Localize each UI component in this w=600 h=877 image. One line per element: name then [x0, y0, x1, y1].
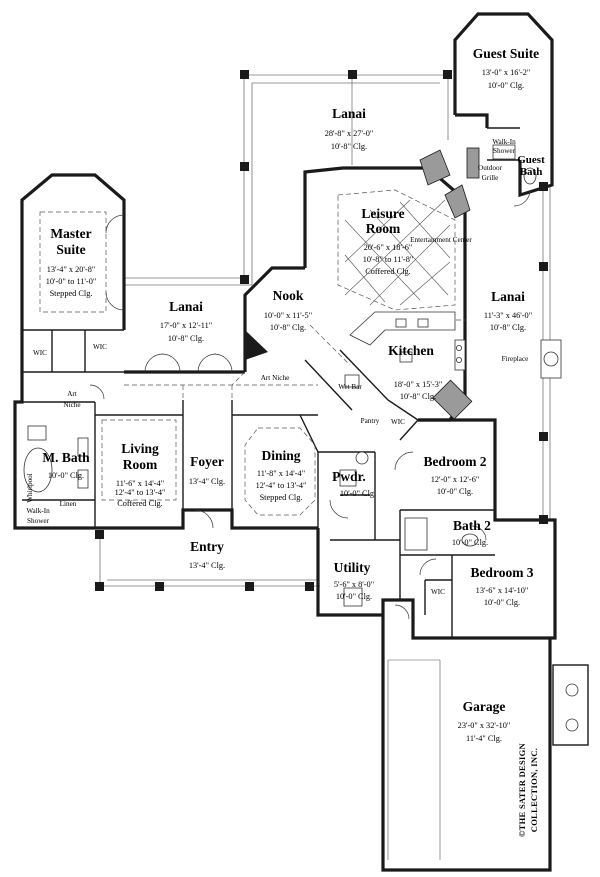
bedroom-3-ceiling: 10'-0" Clg.: [484, 598, 520, 607]
art-niche-nook: Art Niche: [261, 374, 290, 382]
garage-name: Garage: [463, 699, 506, 714]
garage-ceiling: 11'-4" Clg.: [466, 734, 502, 743]
master-suite-dims: 13'-4" x 20'-8": [47, 265, 95, 274]
whirlpool-label: Whirlpool: [26, 473, 34, 503]
guest-walk-in-shower-1: Walk-In: [492, 138, 516, 146]
living-room-ceiling-2: Coffered Clg.: [117, 499, 162, 508]
guest-suite-ceiling: 10'-0" Clg.: [488, 81, 524, 90]
garage-bays: [387, 659, 589, 860]
lanai-posts: [95, 70, 548, 591]
bedroom-3-name: Bedroom 3: [470, 565, 533, 580]
wic-bedroom2: WIC: [391, 418, 405, 426]
pwdr-ceiling: 10'-0" Clg.: [340, 489, 376, 498]
fireplace-label: Fireplace: [502, 355, 529, 363]
master-walk-in-shower-1: Walk-In: [26, 507, 50, 515]
wic-master-left: WIC: [33, 349, 47, 357]
foyer-name: Foyer: [190, 454, 224, 469]
lanai-top-name: Lanai: [332, 106, 366, 121]
utility-dims: 5'-6" x 8'-0": [334, 580, 374, 589]
garage-dims: 23'-0" x 32'-10": [458, 721, 511, 730]
wic-bedroom3: WIC: [431, 588, 445, 596]
living-room-name-1: Living: [121, 441, 159, 456]
art-niche-master-2: Niche: [63, 401, 80, 409]
copyright: ©THE SATER DESIGN COLLECTION, INC.: [517, 742, 539, 837]
lanai-mid-dims: 17'-0" x 12'-11": [160, 321, 212, 330]
bedroom-2-name: Bedroom 2: [423, 454, 486, 469]
master-walk-in-shower-2: Shower: [27, 517, 50, 525]
leisure-room-dims: 20'-6" x 18'-6": [364, 243, 412, 252]
nook-dims: 10'-0" x 11'-5": [264, 311, 312, 320]
m-bath-name: M. Bath: [42, 450, 90, 465]
master-suite-name-2: Suite: [56, 242, 85, 257]
guest-bath-2: Bath: [520, 166, 543, 178]
kitchen-name: Kitchen: [388, 343, 434, 358]
dining-ceiling-1: 12'-4" to 13'-4": [256, 481, 307, 490]
guest-bath-1: Guest: [517, 154, 545, 166]
copyright-line-2: COLLECTION, INC.: [529, 748, 539, 832]
bath-2-name: Bath 2: [453, 518, 491, 533]
lanai-right-dims: 11'-3" x 46'-0": [484, 311, 532, 320]
lanai-mid-ceiling: 10'-8" Clg.: [168, 334, 204, 343]
master-suite-ceiling-2: Stepped Clg.: [50, 289, 93, 298]
bedroom-2-ceiling: 10'-0" Clg.: [437, 487, 473, 496]
guest-suite-dims: 13'-0" x 16'-2": [482, 68, 530, 77]
outdoor-grille-2: Grille: [482, 174, 499, 182]
kitchen-island: [349, 311, 473, 420]
leisure-room-name-1: Leisure: [361, 206, 404, 221]
linen-label: Linen: [60, 500, 77, 508]
master-suite-ceiling-1: 10'-0" to 11'-0": [46, 277, 96, 286]
bedroom-2-dims: 12'-0" x 12'-6": [431, 475, 479, 484]
leisure-room-ceiling-1: 10'-8" to 11'-8": [363, 255, 413, 264]
bedroom-3-dims: 13'-6" x 14'-10": [476, 586, 529, 595]
interior-walls: [22, 127, 520, 638]
lanai-mid-name: Lanai: [169, 299, 203, 314]
annotations: Walk-In Shower Guest Bath Outdoor Grille…: [26, 138, 545, 596]
living-room-dims: 11'-6" x 14'-4": [116, 479, 164, 488]
living-room-ceiling-1: 12'-4" to 13'-4": [115, 488, 166, 497]
utility-ceiling: 10'-0" Clg.: [336, 592, 372, 601]
guest-suite-name: Guest Suite: [473, 46, 539, 61]
bath-2-ceiling: 10'-0" Clg.: [452, 538, 488, 547]
lanai-top-ceiling: 10'-8" Clg.: [331, 142, 367, 151]
lanai-right-ceiling: 10'-8" Clg.: [490, 323, 526, 332]
foyer-ceiling: 13'-4" Clg.: [189, 477, 225, 486]
entertainment-center: Entertainment Center: [410, 236, 472, 244]
leisure-room-ceiling-2: Coffered Clg.: [365, 267, 410, 276]
living-room-name-2: Room: [123, 457, 158, 472]
dining-name: Dining: [261, 448, 300, 463]
copyright-line-1: ©THE SATER DESIGN: [517, 742, 527, 837]
lanai-right-name: Lanai: [491, 289, 525, 304]
pwdr-name: Pwdr.: [332, 469, 366, 484]
art-niche-master-1: Art: [67, 390, 77, 398]
outdoor-features: [245, 147, 562, 379]
dining-dims: 11'-8" x 14'-4": [257, 469, 305, 478]
outdoor-grille-1: Outdoor: [478, 164, 503, 172]
entry-name: Entry: [190, 539, 224, 554]
room-labels: Guest Suite 13'-0" x 16'-2" 10'-0" Clg. …: [42, 46, 539, 743]
utility-name: Utility: [334, 560, 371, 575]
pantry-label: Pantry: [361, 417, 380, 425]
dining-ceiling-2: Stepped Clg.: [260, 493, 303, 502]
wic-master-right: WIC: [93, 343, 107, 351]
doors: [89, 189, 531, 620]
guest-walk-in-shower-2: Shower: [493, 147, 516, 155]
nook-ceiling: 10'-8" Clg.: [270, 323, 306, 332]
wet-bar-label: Wet Bar: [338, 383, 362, 391]
lanai-top-dims: 28'-8" x 27'-0": [325, 129, 373, 138]
kitchen-dims: 18'-0" x 15'-3": [394, 380, 442, 389]
master-suite-name-1: Master: [50, 226, 91, 241]
kitchen-ceiling: 10'-8" Clg.: [400, 392, 436, 401]
exterior-walls: [13, 12, 557, 872]
leisure-room-name-2: Room: [366, 221, 401, 236]
coffered-grid: [344, 199, 451, 306]
entry-ceiling: 13'-4" Clg.: [189, 561, 225, 570]
ceiling-lines: [39, 189, 465, 516]
nook-name: Nook: [273, 288, 304, 303]
bath-fixtures: [23, 144, 537, 607]
m-bath-ceiling: 10'-0" Clg.: [48, 471, 84, 480]
